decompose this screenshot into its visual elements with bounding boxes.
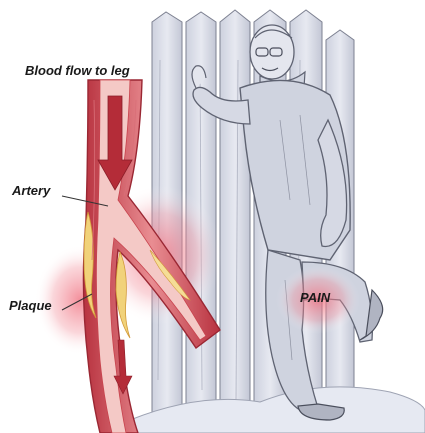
artery-label: Artery <box>12 183 50 198</box>
blood-flow-label: Blood flow to leg <box>25 63 130 78</box>
pain-label: PAIN <box>300 290 330 305</box>
plaque-label: Plaque <box>9 298 52 313</box>
